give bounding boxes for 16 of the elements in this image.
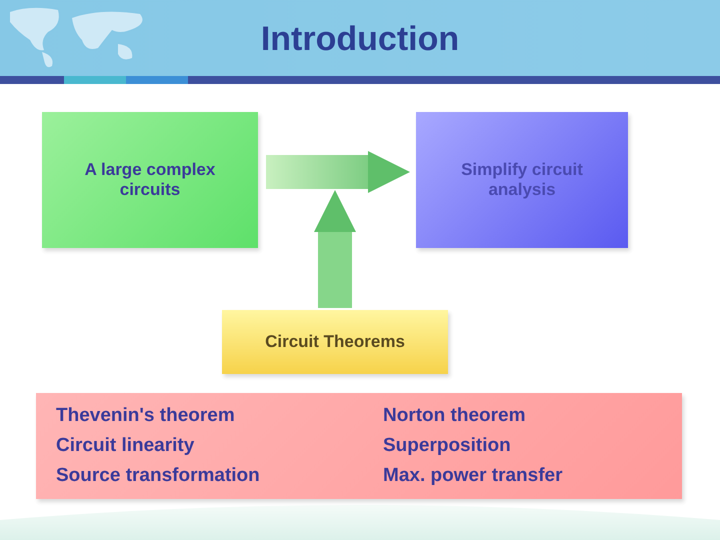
theorem-item: Circuit linearity: [56, 435, 196, 457]
theorem-item: Max. power transfer: [382, 465, 564, 487]
slide-title: Introduction: [260, 20, 460, 59]
block-arrow: [314, 190, 356, 308]
box-label: A large complex circuits: [84, 160, 216, 200]
process-box: [416, 112, 628, 248]
block-arrow: [266, 151, 410, 193]
process-box: [42, 112, 258, 248]
theorem-panel: [36, 393, 682, 499]
process-box: [222, 310, 448, 374]
theorem-item: Superposition: [382, 435, 512, 457]
theorem-item: Thevenin's theorem: [56, 405, 236, 427]
theorem-item: Norton theorem: [382, 405, 526, 427]
theorem-item: Source transformation: [56, 465, 261, 487]
box-label: Simplify circuit analysis: [460, 160, 584, 200]
box-label: Circuit Theorems: [265, 332, 405, 352]
